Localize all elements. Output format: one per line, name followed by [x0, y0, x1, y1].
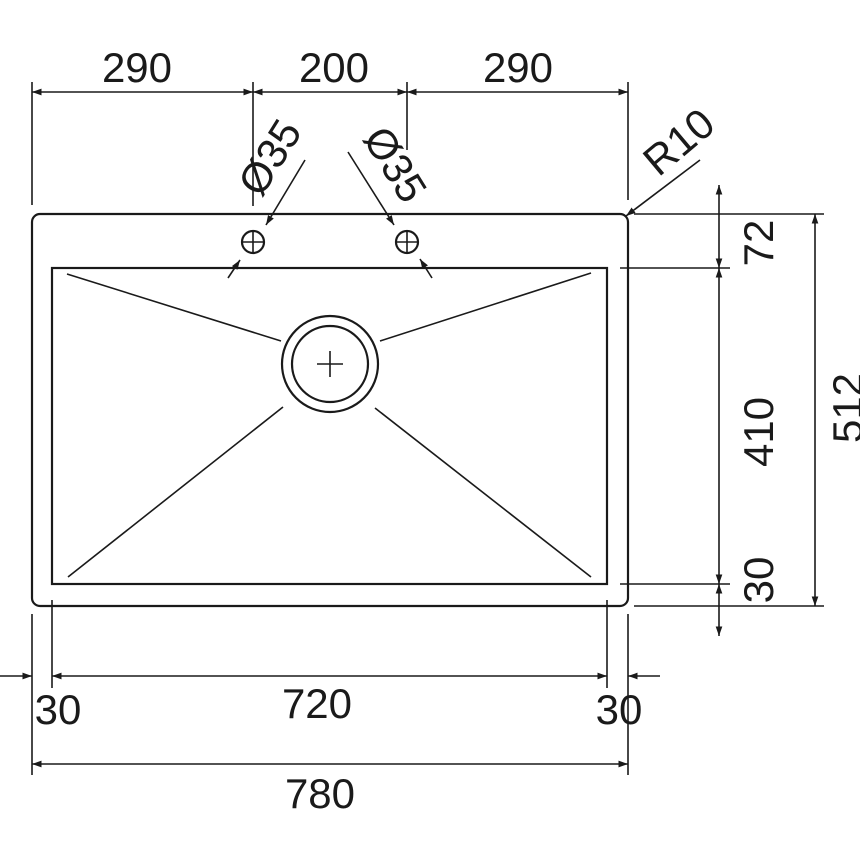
hole-right-leader [347, 151, 395, 226]
dim-right-total: 512 [824, 373, 860, 443]
bowl-crease-bottom-right [374, 407, 592, 578]
sink-bowl-edge [50, 266, 609, 586]
drain [280, 314, 380, 414]
dim-bottom-right: 30 [596, 686, 643, 733]
dim-bottom-left: 30 [35, 686, 82, 733]
corner-radius-label: R10 [634, 99, 723, 185]
dim-top-right: 290 [483, 44, 553, 91]
dim-top-middle: 200 [299, 44, 369, 91]
dim-right-upper: 72 [735, 220, 782, 267]
dim-top-left: 290 [102, 44, 172, 91]
bottom-dimensions: 30 720 30 780 [0, 600, 660, 817]
sink-outer-edge [30, 212, 630, 608]
bowl-crease-top-left [66, 273, 282, 342]
dim-bottom-middle: 720 [282, 680, 352, 727]
bowl-crease-top-right [379, 272, 592, 342]
dim-bottom-total: 780 [285, 770, 355, 817]
hole-left-diameter: Ø35 [229, 111, 311, 203]
dim-right-middle: 410 [735, 397, 782, 467]
radius-leader [625, 159, 701, 217]
corner-radius-callout: R10 [625, 99, 723, 217]
right-dimensions: 72 410 30 512 [620, 185, 860, 636]
top-dimensions: 290 200 290 [31, 44, 629, 206]
dim-right-lower: 30 [735, 557, 782, 604]
drain-inner-ring [290, 324, 370, 404]
sink-outline [30, 212, 630, 608]
hole-right-diameter: Ø35 [354, 118, 436, 210]
hole-left-leader [265, 159, 306, 226]
drain-outer-ring [280, 314, 380, 414]
tap-holes [227, 151, 433, 279]
bowl-crease-bottom-left [67, 406, 284, 578]
